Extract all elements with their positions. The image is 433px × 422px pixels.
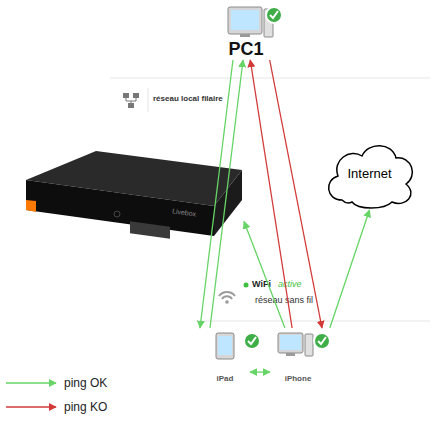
ipad-icon <box>216 333 260 359</box>
ping-arrow <box>250 371 270 372</box>
node-label: Livebox <box>172 207 213 220</box>
tablet-screen <box>218 336 232 355</box>
legend-text: ping OK <box>64 376 107 390</box>
legend-arrow-line <box>6 406 56 408</box>
annotation-label: active <box>278 280 302 290</box>
livebox-front <box>26 180 214 236</box>
wifi-dot <box>225 300 229 304</box>
livebox-button <box>114 211 120 217</box>
separator-line <box>148 88 149 112</box>
wifi-arc <box>222 296 232 299</box>
monitor-screen <box>280 335 301 350</box>
ping-arrow <box>200 60 233 328</box>
legend-arrow-sample <box>4 400 58 414</box>
device-node: Livebox <box>22 148 244 240</box>
ping-arrow <box>210 60 243 328</box>
status-bullet <box>244 283 249 288</box>
check-mark <box>270 11 278 18</box>
device-node: iPad <box>200 328 250 386</box>
lan-icon-box <box>133 93 139 98</box>
lan-icon-box <box>123 93 129 98</box>
annotation-label: réseau local filaire <box>153 95 223 104</box>
separator-line <box>196 321 430 322</box>
device-node: Internet <box>322 138 417 210</box>
annotation-label: réseau sans fil <box>255 296 313 306</box>
node-label: iPhone <box>270 375 326 384</box>
check-badge <box>266 7 282 23</box>
device-node: PC1 <box>220 2 292 60</box>
check-badge <box>314 333 330 349</box>
check-mark <box>248 337 256 344</box>
node-label: PC1 <box>220 40 272 60</box>
wifi-icon <box>219 292 235 304</box>
legend-arrow-sample <box>4 376 58 390</box>
monitor-stand <box>240 34 250 37</box>
legend-arrow-line <box>6 382 56 384</box>
lan-icon <box>123 93 139 108</box>
legend-row: ping KO <box>4 400 107 414</box>
annotation-label: WiFi <box>252 280 271 290</box>
device-node: iPhone <box>270 328 335 386</box>
monitor-frame <box>228 7 262 34</box>
node-label: iPad <box>200 375 250 384</box>
node-label: Internet <box>322 167 417 181</box>
ping-arrow <box>270 60 322 328</box>
livebox-side <box>214 170 242 236</box>
pc-tower <box>305 334 313 356</box>
ping-arrow <box>250 60 292 328</box>
legend-row: ping OK <box>4 376 107 390</box>
iphone-icon <box>278 333 330 356</box>
ping-arrow <box>330 210 370 328</box>
legend-text: ping KO <box>64 400 107 414</box>
livebox-orange-strip <box>26 200 36 212</box>
tablet-frame <box>216 333 234 359</box>
livebox-illustration <box>26 151 242 239</box>
lan-icon-wire <box>126 98 136 103</box>
monitor-frame <box>278 333 303 353</box>
monitor-stand <box>286 353 295 356</box>
check-mark <box>318 337 326 344</box>
separator-line <box>110 78 430 79</box>
lan-icon-box <box>128 103 134 108</box>
livebox-display <box>130 221 170 239</box>
check-badge <box>244 333 260 349</box>
ping-arrow <box>244 222 285 328</box>
monitor-screen <box>231 10 259 30</box>
pc-icon <box>228 7 282 37</box>
